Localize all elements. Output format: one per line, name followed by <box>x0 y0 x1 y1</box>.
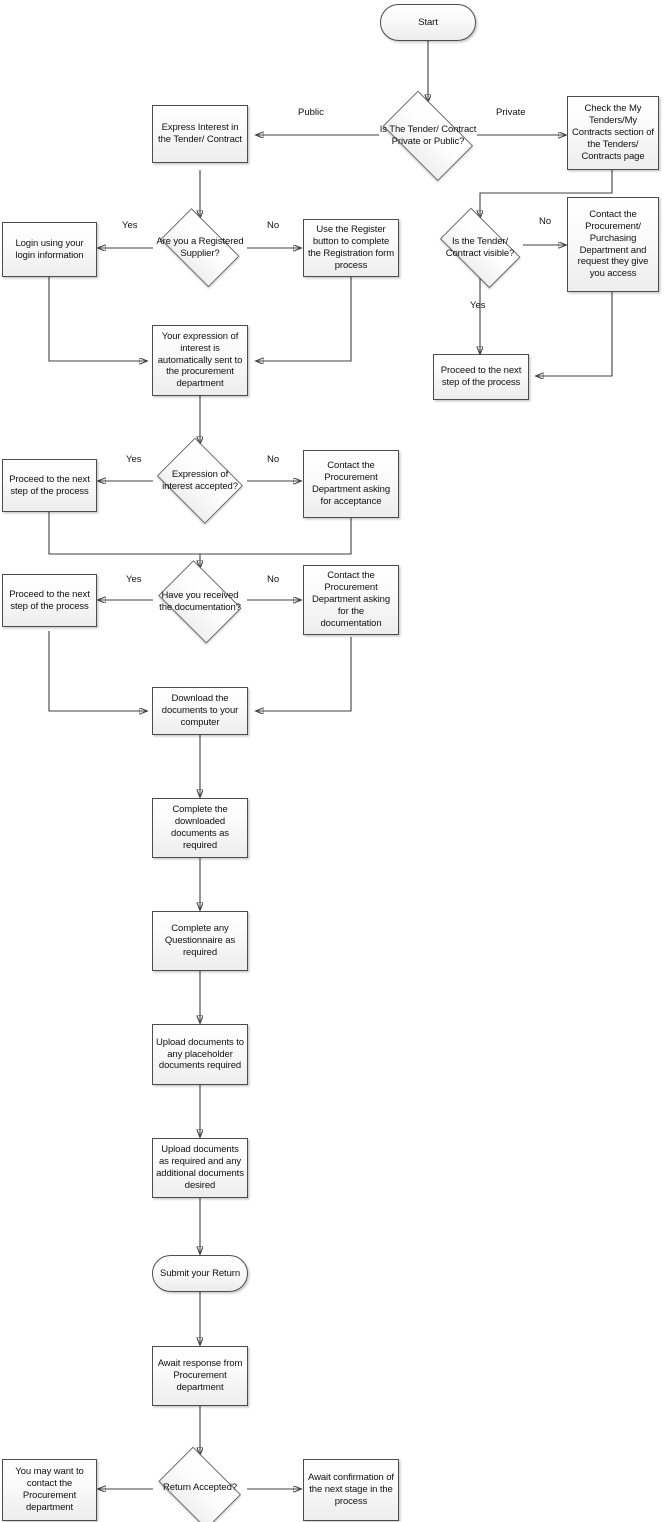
node-contact-for-acceptance-label: Contact the Procurement Department askin… <box>311 460 391 507</box>
edge-label-accepted-yes: Yes <box>126 454 142 465</box>
node-return-accepted[interactable]: Return Accepted? <box>153 1446 247 1522</box>
node-expression-accepted[interactable]: Expression of interest accepted? <box>153 437 247 525</box>
node-login-using[interactable]: Login using your login information <box>2 222 97 277</box>
node-express-interest[interactable]: Express Interest in the Tender/ Contract <box>152 105 248 163</box>
node-start[interactable]: Start <box>380 4 476 41</box>
node-complete-downloaded-label: Complete the downloaded documents as req… <box>171 804 229 851</box>
edge-label-documentation-no: No <box>267 574 280 585</box>
node-await-confirmation-label: Await confirmation of the next stage in … <box>308 1472 394 1507</box>
node-proceed-next-step-2-label: Proceed to the next step of the process <box>9 588 90 612</box>
node-use-register-button[interactable]: Use the Register button to complete the … <box>303 219 399 277</box>
node-submit-return-label: Submit your Return <box>159 1267 241 1279</box>
edge-label-supplier-no: No <box>267 220 280 231</box>
node-proceed-next-step-2[interactable]: Proceed to the next step of the process <box>2 574 97 627</box>
node-expression-sent-label: Your expression of interest is automatic… <box>157 330 243 390</box>
node-start-label: Start <box>418 16 438 28</box>
node-download-documents[interactable]: Download the documents to your computer <box>152 687 248 735</box>
edge-label-visible-yes: Yes <box>470 300 486 311</box>
node-submit-return[interactable]: Submit your Return <box>152 1255 248 1292</box>
node-proceed-next-step-1[interactable]: Proceed to the next step of the process <box>2 459 97 512</box>
node-await-response[interactable]: Await response from Procurement departme… <box>152 1346 248 1406</box>
node-upload-placeholder[interactable]: Upload documents to any placeholder docu… <box>152 1024 248 1085</box>
node-await-confirmation[interactable]: Await confirmation of the next stage in … <box>303 1459 399 1521</box>
node-await-response-label: Await response from Procurement departme… <box>157 1358 243 1393</box>
node-tender-private-or-public[interactable]: Is The Tender/ Contract Private or Publi… <box>374 90 482 182</box>
node-upload-required[interactable]: Upload documents as required and any add… <box>152 1138 248 1198</box>
node-expression-accepted-label: Expression of interest accepted? <box>162 469 238 492</box>
edge-label-visible-no: No <box>539 216 552 227</box>
node-contact-for-documentation[interactable]: Contact the Procurement Department askin… <box>303 565 399 635</box>
node-proceed-next-step-1-label: Proceed to the next step of the process <box>9 473 90 497</box>
node-contact-for-acceptance[interactable]: Contact the Procurement Department askin… <box>303 450 399 518</box>
node-tender-visible-label: Is the Tender/ Contract visible? <box>445 236 515 259</box>
edge-label-supplier-yes: Yes <box>122 220 138 231</box>
node-upload-placeholder-label: Upload documents to any placeholder docu… <box>156 1036 244 1072</box>
node-contact-procurement-access-label: Contact the Procurement/ Purchasing Depa… <box>577 208 649 280</box>
node-tender-visible[interactable]: Is the Tender/ Contract visible? <box>432 207 528 289</box>
node-express-interest-label: Express Interest in the Tender/ Contract <box>158 122 242 145</box>
node-you-may-want-contact-label: You may want to contact the Procurement … <box>15 1466 84 1513</box>
edge-label-accepted-no: No <box>267 454 280 465</box>
node-contact-procurement-access[interactable]: Contact the Procurement/ Purchasing Depa… <box>567 197 659 292</box>
node-proceed-next-step-right-label: Proceed to the next step of the process <box>440 365 522 388</box>
node-contact-for-documentation-label: Contact the Procurement Department askin… <box>311 570 391 629</box>
node-registered-supplier[interactable]: Are you a Registered Supplier? <box>153 208 247 288</box>
node-download-documents-label: Download the documents to your computer <box>161 693 239 728</box>
node-expression-sent[interactable]: Your expression of interest is automatic… <box>152 325 248 396</box>
node-complete-downloaded[interactable]: Complete the downloaded documents as req… <box>152 798 248 858</box>
node-return-accepted-label: Return Accepted? <box>163 1482 237 1494</box>
edge-label-documentation-yes: Yes <box>126 574 142 585</box>
node-received-documentation-label: Have you received the documentation? <box>159 590 241 613</box>
node-you-may-want-contact[interactable]: You may want to contact the Procurement … <box>2 1459 97 1521</box>
node-registered-supplier-label: Are you a Registered Supplier? <box>156 236 244 259</box>
node-tender-private-or-public-label: Is The Tender/ Contract Private or Publi… <box>379 124 477 147</box>
node-received-documentation[interactable]: Have you received the documentation? <box>153 560 247 644</box>
node-check-my-tenders-label: Check the My Tenders/My Contracts sectio… <box>572 103 654 162</box>
node-proceed-next-step-right[interactable]: Proceed to the next step of the process <box>433 354 529 400</box>
node-complete-questionnaire-label: Complete any Questionnaire as required <box>164 923 236 958</box>
node-use-register-button-label: Use the Register button to complete the … <box>307 224 395 271</box>
node-complete-questionnaire[interactable]: Complete any Questionnaire as required <box>152 911 248 971</box>
node-login-using-label: Login using your login information <box>15 237 84 261</box>
edge-label-private: Private <box>496 107 526 118</box>
edge-label-public: Public <box>298 107 324 118</box>
node-check-my-tenders[interactable]: Check the My Tenders/My Contracts sectio… <box>567 96 659 170</box>
node-upload-required-label: Upload documents as required and any add… <box>156 1144 244 1191</box>
